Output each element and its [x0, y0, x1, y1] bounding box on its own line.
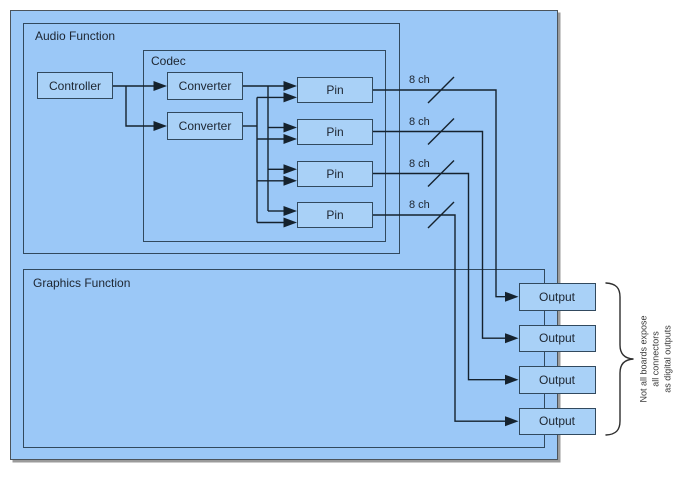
audio-function-label: Audio Function [35, 29, 116, 43]
annotation-brace [605, 282, 634, 436]
annotation-line: as digital outputs [662, 325, 673, 393]
bus-channel-label: 8 ch [409, 74, 430, 86]
converter-node: Converter [167, 72, 243, 100]
annotation-text: Not all boards expose all connectors as … [638, 279, 680, 440]
output-node: Output [518, 324, 596, 352]
graphics-function-label: Graphics Function [33, 276, 131, 290]
bus-channel-label: 8 ch [409, 157, 430, 170]
output-node: Output [518, 366, 596, 394]
bus-channel-label: 8 ch [409, 199, 430, 211]
converter-node: Converter [167, 112, 243, 140]
annotation-line: all connectors [650, 331, 661, 387]
pin-node: Pin [297, 160, 373, 187]
graphics-function-box [23, 269, 545, 448]
codec-label: Codec [151, 54, 186, 68]
controller-node: Controller [37, 72, 113, 99]
pin-node: Pin [297, 77, 373, 103]
annotation-line: Not all boards expose [638, 315, 649, 403]
bus-channel-label: 8 ch [409, 116, 430, 128]
pin-node: Pin [297, 202, 373, 228]
output-node: Output [518, 407, 596, 435]
output-node: Output [518, 283, 596, 311]
pin-node: Pin [297, 118, 373, 145]
